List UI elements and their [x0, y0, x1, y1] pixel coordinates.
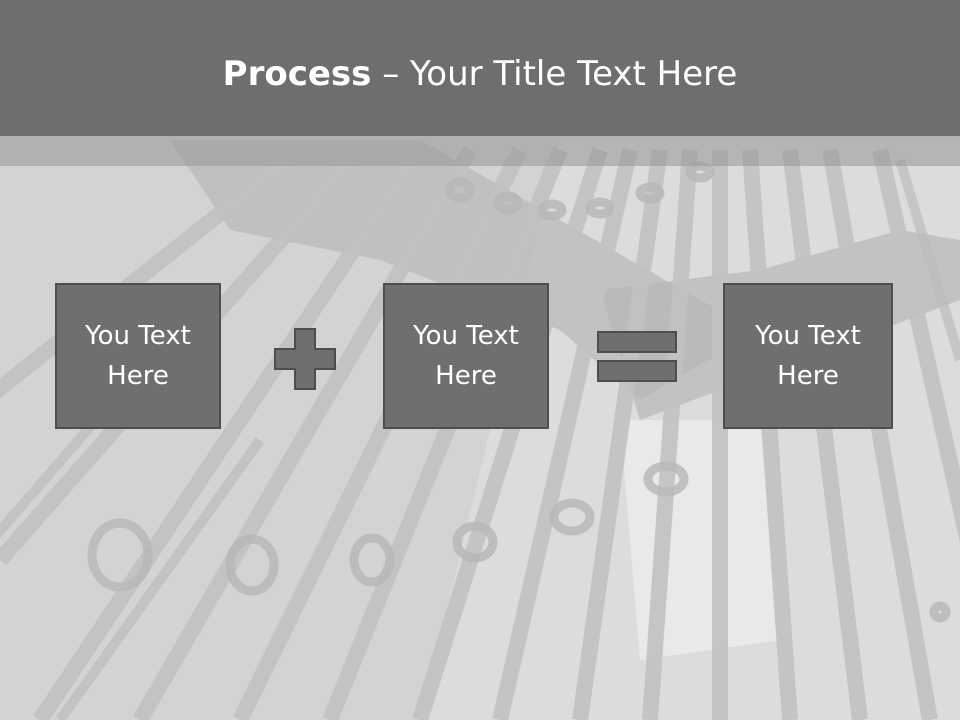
title-bar — [0, 0, 960, 136]
title-bold: Process — [222, 54, 372, 94]
process-box-1-text: You Text Here — [85, 321, 191, 391]
title-strip — [0, 136, 960, 166]
equals-icon — [597, 331, 677, 382]
process-box-3-text: You Text Here — [755, 321, 861, 391]
slide-title[interactable]: Process – Your Title Text Here — [0, 52, 960, 96]
plus-icon — [274, 328, 336, 390]
title-separator: – — [371, 54, 411, 94]
process-box-2-text: You Text Here — [413, 321, 519, 391]
process-box-3[interactable]: You Text Here — [723, 283, 893, 429]
title-rest: Your Title Text Here — [410, 54, 738, 94]
process-box-2[interactable]: You Text Here — [383, 283, 549, 429]
process-box-1[interactable]: You Text Here — [55, 283, 221, 429]
